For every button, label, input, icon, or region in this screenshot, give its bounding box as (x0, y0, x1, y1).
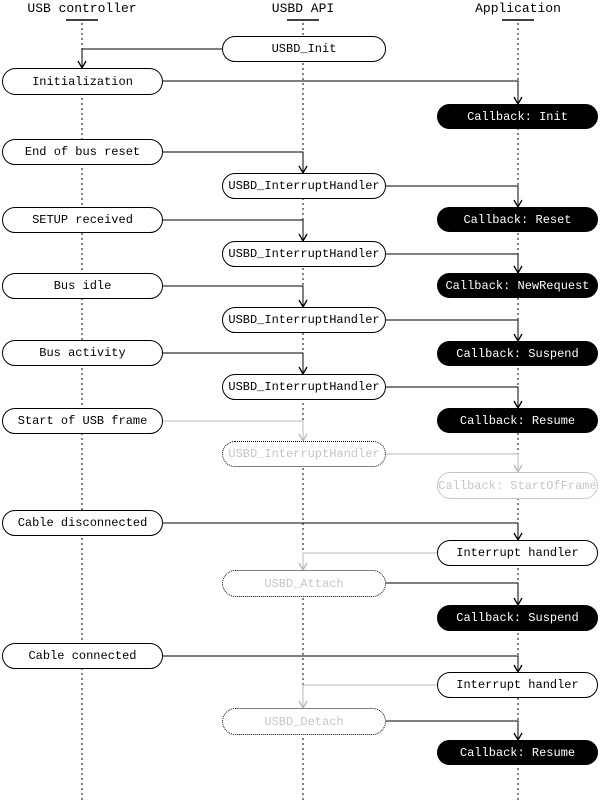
column-header-application: Application (475, 1, 561, 16)
node-callback-resume-1: Callback: Resume (437, 408, 598, 433)
node-interrupt-handler-2: Interrupt handler (437, 672, 598, 698)
edge-end-of-bus-reset-to-interrupthandler (163, 151, 308, 175)
edge-usbd-attach-to-callback-suspend (386, 582, 523, 607)
node-interrupt-handler-1: Interrupt handler (437, 540, 598, 566)
node-cable-connected: Cable connected (2, 643, 163, 669)
node-usbd-detach-inactive: USBD_Detach (222, 708, 386, 735)
node-end-of-bus-reset: End of bus reset (2, 139, 163, 165)
node-usbd-init: USBD_Init (222, 36, 386, 62)
node-cable-disconnected: Cable disconnected (2, 510, 163, 536)
node-initialization: Initialization (2, 68, 163, 95)
node-callback-suspend-1: Callback: Suspend (437, 341, 598, 366)
edge-usbd-init-to-initialization (77, 48, 222, 70)
edge-usbd-detach-to-callback-resume (386, 720, 523, 742)
edge-cable-connected-to-interrupt-handler (163, 655, 523, 674)
node-usbd-interrupthandler-inactive: USBD_InterruptHandler (222, 441, 386, 467)
node-callback-reset: Callback: Reset (437, 207, 598, 232)
edge-interrupt-handler-to-usbd-detach-inactive (298, 684, 437, 710)
node-callback-newrequest: Callback: NewRequest (437, 273, 598, 298)
edge-setup-received-to-interrupthandler (163, 219, 308, 243)
column-header-usbd-api: USBD API (271, 1, 335, 16)
node-bus-idle: Bus idle (2, 273, 163, 299)
node-bus-activity: Bus activity (2, 340, 163, 366)
edge-interrupthandler-to-callback-startofframe-inactive (386, 453, 523, 474)
column-header-usb-controller: USB controller (27, 1, 137, 16)
node-usbd-interrupthandler-2: USBD_InterruptHandler (222, 241, 386, 267)
node-callback-startofframe-inactive: Callback: StartOfFrame (437, 472, 598, 499)
edge-bus-activity-to-interrupthandler (163, 352, 308, 376)
node-callback-init: Callback: Init (437, 104, 598, 129)
node-usbd-interrupthandler-3: USBD_InterruptHandler (222, 307, 386, 333)
node-usbd-interrupthandler-1: USBD_InterruptHandler (222, 173, 386, 199)
edge-interrupthandler-to-callback-suspend (386, 319, 523, 343)
node-setup-received: SETUP received (2, 207, 163, 233)
edge-cable-disconnected-to-interrupt-handler (163, 522, 523, 542)
node-callback-suspend-2: Callback: Suspend (437, 605, 598, 631)
edge-bus-idle-to-interrupthandler (163, 285, 308, 309)
node-usbd-attach-inactive: USBD_Attach (222, 570, 386, 597)
edge-start-of-usb-frame-to-interrupthandler-inactive (163, 420, 308, 443)
edge-interrupthandler-to-callback-resume (386, 386, 523, 410)
node-start-of-usb-frame: Start of USB frame (2, 408, 163, 434)
edge-interrupthandler-to-callback-reset (386, 185, 523, 209)
edge-interrupthandler-to-callback-newrequest (386, 253, 523, 275)
node-usbd-interrupthandler-4: USBD_InterruptHandler (222, 374, 386, 400)
edge-interrupt-handler-to-usbd-attach-inactive (298, 552, 437, 572)
edge-initialization-to-callback-init (163, 80, 523, 106)
node-callback-resume-2: Callback: Resume (437, 740, 598, 765)
